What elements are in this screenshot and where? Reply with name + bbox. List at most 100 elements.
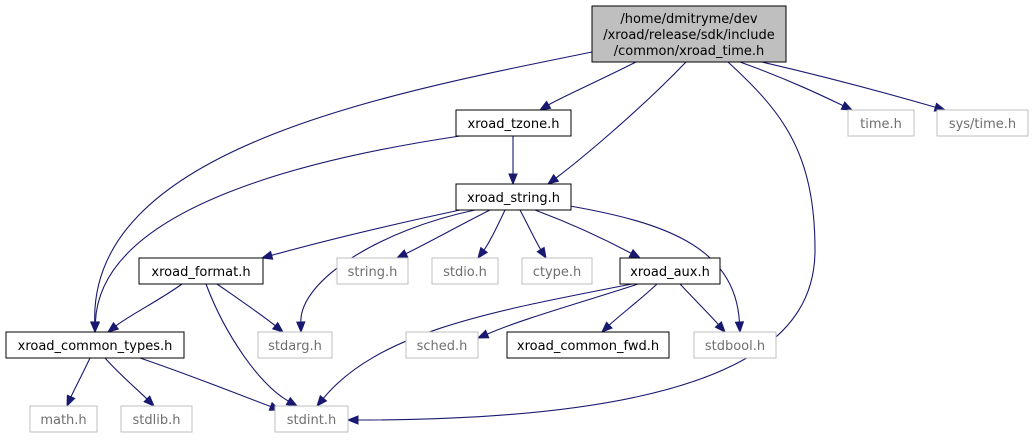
- node-stdlib[interactable]: stdlib.h: [120, 405, 193, 433]
- node-ctype[interactable]: ctype.h: [521, 257, 593, 285]
- arrowhead: [476, 329, 490, 339]
- edge-common_types-to-stdint: [139, 357, 282, 411]
- node-label: /home/dmitryme/dev: [620, 12, 758, 27]
- node-time[interactable]: time.h: [847, 109, 915, 137]
- edge-main-to-tzone: [538, 61, 637, 111]
- edge-string-to-stdbool: [569, 205, 745, 334]
- edge-tzone-to-string: [508, 136, 518, 186]
- node-stdarg[interactable]: stdarg.h: [257, 331, 333, 359]
- node-label: stdint.h: [287, 413, 336, 428]
- node-label: stdarg.h: [268, 339, 322, 354]
- node-label: sys/time.h: [949, 117, 1016, 132]
- node-box: [138, 257, 264, 285]
- node-label: xroad_tzone.h: [468, 117, 560, 132]
- dependency-edges: [66, 51, 947, 425]
- node-box: [455, 109, 572, 137]
- node-box: [336, 257, 409, 285]
- edge-main-to-stdint: [346, 61, 816, 425]
- node-common-fwd[interactable]: xroad_common_fwd.h: [506, 331, 670, 359]
- edge-aux-to-sched: [476, 283, 639, 339]
- edge-format-to-stdarg: [216, 283, 285, 333]
- node-box: [257, 331, 333, 359]
- node-label: math.h: [40, 413, 86, 428]
- arrowhead: [90, 321, 101, 334]
- arrowhead: [106, 321, 120, 333]
- arrowhead: [546, 173, 560, 185]
- edge-string-to-aux: [534, 209, 642, 259]
- node-label: /common/xroad_time.h: [614, 44, 765, 59]
- node-stdbool[interactable]: stdbool.h: [693, 331, 777, 359]
- edge-string-to-format: [260, 209, 461, 260]
- node-label: stdlib.h: [133, 413, 181, 428]
- arrowhead: [66, 394, 76, 408]
- edge-format-to-common_types: [106, 283, 183, 333]
- node-stringh[interactable]: string.h: [336, 257, 409, 285]
- node-box: [619, 257, 721, 285]
- node-string[interactable]: xroad_string.h: [455, 183, 572, 211]
- node-label: xroad_common_fwd.h: [517, 339, 659, 354]
- arrowhead: [734, 321, 745, 334]
- arrowhead: [628, 248, 642, 259]
- node-label: xroad_format.h: [151, 265, 250, 280]
- node-main: /home/dmitryme/dev/xroad/release/sdk/inc…: [591, 5, 787, 63]
- node-box: [431, 257, 499, 285]
- edge-aux-to-stdbool: [679, 283, 726, 334]
- edge-main-to-string: [546, 61, 687, 185]
- arrowhead: [143, 395, 155, 407]
- node-systime[interactable]: sys/time.h: [936, 109, 1029, 137]
- node-stdint[interactable]: stdint.h: [274, 405, 349, 433]
- edge-common_types-to-math: [66, 357, 91, 408]
- arrowhead: [840, 101, 854, 111]
- node-box: [847, 109, 915, 137]
- node-label: stdbool.h: [705, 339, 765, 354]
- node-box: [5, 331, 185, 359]
- node-label: time.h: [860, 117, 902, 132]
- arrowhead: [601, 321, 613, 333]
- node-label: sched.h: [417, 339, 468, 354]
- arrowhead: [477, 246, 489, 260]
- edge-format-to-stdint: [205, 283, 299, 407]
- node-stdio[interactable]: stdio.h: [431, 257, 499, 285]
- node-label: xroad_string.h: [467, 191, 560, 206]
- node-label: ctype.h: [533, 265, 582, 280]
- node-box: [521, 257, 593, 285]
- node-box: [936, 109, 1029, 137]
- node-box: [506, 331, 670, 359]
- arrowhead: [508, 173, 518, 186]
- node-aux[interactable]: xroad_aux.h: [619, 257, 721, 285]
- node-common-types[interactable]: xroad_common_types.h: [5, 331, 185, 359]
- arrowhead: [271, 321, 285, 333]
- edge-common_types-to-stdlib: [104, 357, 155, 407]
- arrowhead: [296, 321, 306, 334]
- arrowhead: [285, 396, 299, 407]
- node-label: string.h: [348, 265, 398, 280]
- node-box: [591, 5, 787, 63]
- arrowhead: [714, 320, 726, 334]
- node-format[interactable]: xroad_format.h: [138, 257, 264, 285]
- edge-tzone-to-common_types: [90, 135, 461, 334]
- arrowhead: [260, 250, 274, 260]
- node-label: stdio.h: [443, 265, 487, 280]
- node-math[interactable]: math.h: [29, 405, 98, 433]
- arrowhead: [346, 415, 359, 425]
- edge-main-to-time: [739, 61, 854, 111]
- edge-aux-to-common_fwd: [601, 283, 658, 333]
- edge-string-to-stdio: [477, 209, 506, 260]
- node-tzone[interactable]: xroad_tzone.h: [455, 109, 572, 137]
- arrowhead: [538, 100, 552, 111]
- node-label: /xroad/release/sdk/include: [603, 28, 775, 43]
- node-box: [29, 405, 98, 433]
- node-box: [274, 405, 349, 433]
- edge-aux-to-stdint: [316, 283, 633, 408]
- arrowhead: [316, 394, 328, 408]
- header-nodes: /home/dmitryme/dev/xroad/release/sdk/inc…: [5, 5, 1029, 433]
- arrowhead: [536, 246, 547, 260]
- node-sched[interactable]: sched.h: [405, 331, 479, 359]
- node-label: xroad_aux.h: [630, 265, 710, 280]
- node-box: [455, 183, 572, 211]
- edge-string-to-ctype: [519, 209, 547, 260]
- node-label: xroad_common_types.h: [18, 339, 173, 354]
- arrowhead: [395, 249, 409, 259]
- edge-main-to-systime: [761, 61, 947, 112]
- node-box: [120, 405, 193, 433]
